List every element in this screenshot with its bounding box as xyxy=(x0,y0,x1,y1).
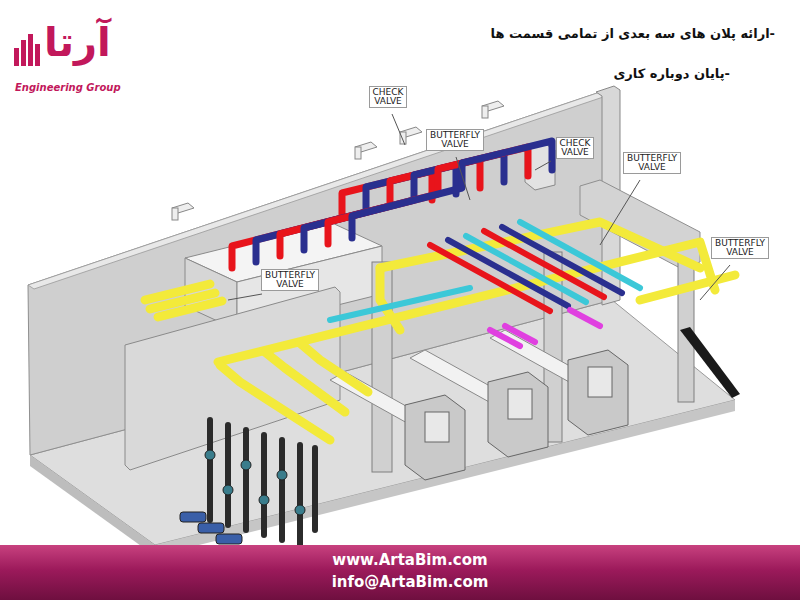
partition-wall xyxy=(125,287,340,470)
footer-band: www.ArtaBim.com info@ArtaBim.com xyxy=(0,545,800,600)
valve-callout: CHECK VALVE xyxy=(369,86,408,109)
note-text: -ارائه پلان های سه بعدی از تمامی قسمت ها xyxy=(491,26,775,41)
leader-lines xyxy=(228,114,730,300)
contact-text: info@ArtaBim.com xyxy=(332,573,489,591)
valve-callout: BUTTERFLY VALVE xyxy=(426,129,484,152)
valve-callout: BUTTERFLY VALVE xyxy=(261,269,319,292)
valve-callout: BUTTERFLY VALVE xyxy=(623,152,681,175)
contact-text: www.ArtaBim.com xyxy=(332,551,487,569)
valve-callout: BUTTERFLY VALVE xyxy=(711,237,769,260)
floor-edge xyxy=(30,455,155,556)
yellow-pipes xyxy=(145,222,735,440)
pipe-bundle xyxy=(330,222,640,346)
pump-manifold xyxy=(180,420,315,545)
logo-text: آرتا xyxy=(44,22,111,62)
pumps xyxy=(405,350,628,480)
note-text: -پایان دوباره کاری xyxy=(613,66,730,81)
logo-bars xyxy=(14,34,40,66)
floor-channel xyxy=(680,327,740,398)
loop-pipes xyxy=(232,141,552,268)
wall-blocks xyxy=(172,101,504,220)
valve-callout: CHECK VALVE xyxy=(556,137,595,160)
company-tagline: Engineering Group xyxy=(15,82,121,93)
